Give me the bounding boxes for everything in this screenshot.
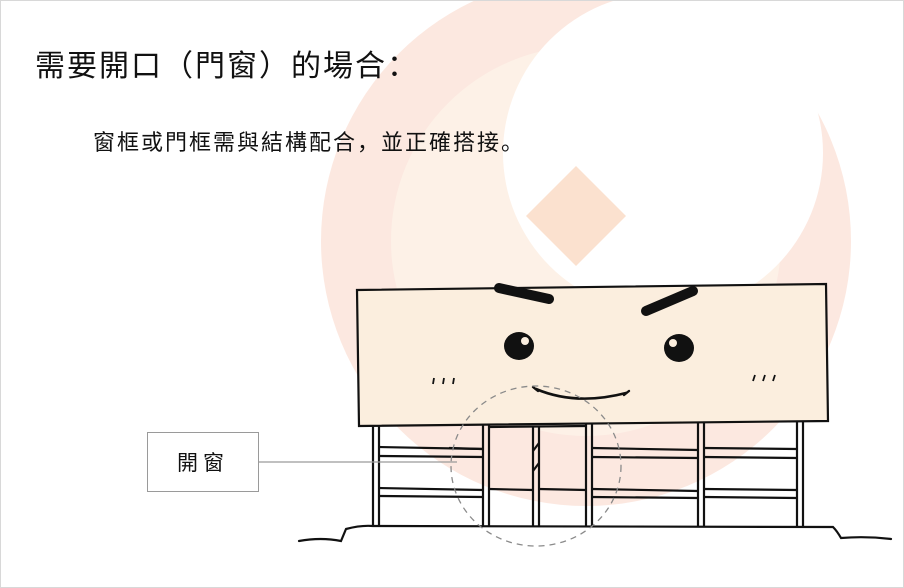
ground-line [297,524,893,543]
beams [378,445,798,500]
smile [534,387,628,400]
dashed-focus-circle [450,385,622,547]
building-block [355,282,830,428]
left-eyebrow [494,283,554,304]
right-cheek-marks [752,374,776,382]
callout-box: 開窗 [147,432,259,492]
columns [371,422,805,527]
left-cheek-marks [432,377,455,385]
page-title: 需要開口（門窗）的場合： [35,49,419,84]
page-subtitle: 窗框或門框需與結構配合，並正確搭接。 [93,131,526,156]
right-eyebrow [641,286,698,316]
left-eye [504,332,534,360]
window-opening [488,424,587,527]
callout-label: 開窗 [177,451,229,475]
right-eye [664,334,694,362]
